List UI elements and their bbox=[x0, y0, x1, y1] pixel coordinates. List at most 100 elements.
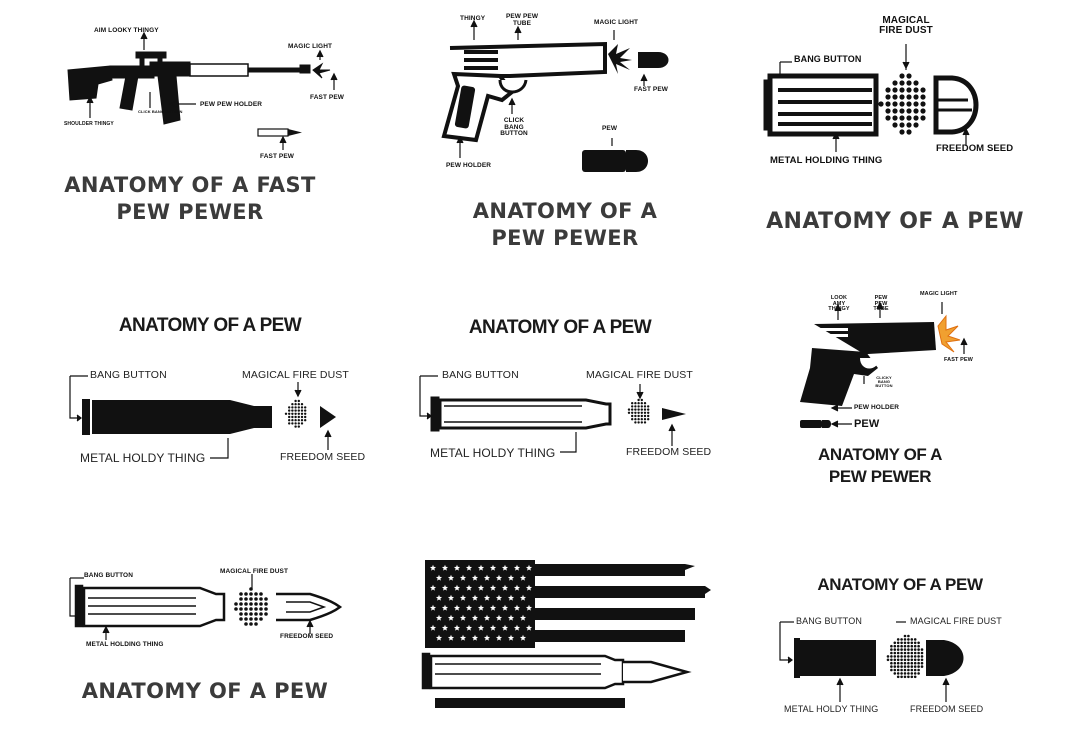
powder-grain bbox=[920, 648, 924, 651]
flag-star bbox=[453, 584, 461, 591]
powder-grain bbox=[903, 658, 907, 662]
powder-grain bbox=[288, 409, 291, 412]
panel-bullet-outline: ANATOMY OF A PEW BANG BUTTON MAGICAL FIR… bbox=[400, 300, 730, 490]
powder-grain bbox=[899, 101, 905, 107]
powder-grain bbox=[254, 612, 258, 616]
powder-grain bbox=[893, 668, 897, 672]
powder-grain bbox=[917, 665, 920, 668]
flag-star bbox=[525, 584, 533, 591]
powder-grain bbox=[910, 675, 914, 679]
powder-grain bbox=[634, 405, 637, 408]
powder-grain bbox=[913, 675, 917, 679]
powder-grain bbox=[917, 648, 920, 651]
powder-grain bbox=[239, 612, 243, 616]
powder-grain bbox=[906, 115, 912, 121]
title-line-1: ANATOMY OF A bbox=[818, 445, 942, 464]
powder-grain bbox=[920, 108, 926, 114]
powder-grain bbox=[899, 108, 905, 114]
flag-star bbox=[489, 604, 497, 611]
flag-star bbox=[471, 634, 479, 641]
powder-grain bbox=[893, 641, 897, 645]
powder-grain bbox=[903, 672, 907, 675]
powder-grain bbox=[896, 668, 900, 672]
powder-grain bbox=[259, 597, 263, 601]
flag-star bbox=[525, 564, 533, 571]
powder-grain bbox=[640, 414, 643, 418]
powder-grain bbox=[249, 612, 253, 616]
powder-grain bbox=[896, 658, 900, 662]
flag-star bbox=[507, 634, 515, 641]
label-pew-pew-tube: PEW PEW TUBE bbox=[873, 295, 889, 312]
label-pew-pew-holder: PEW PEW HOLDER bbox=[200, 101, 263, 108]
powder-grain bbox=[899, 115, 905, 121]
flag-star bbox=[471, 594, 479, 601]
rifle-illustration bbox=[67, 31, 338, 150]
powder-grain bbox=[304, 415, 307, 419]
powder-grain bbox=[906, 94, 912, 100]
powder-grain bbox=[294, 412, 297, 415]
powder-grain bbox=[300, 406, 304, 409]
label-bang-button: BANG BUTTON bbox=[84, 572, 134, 579]
powder-grain bbox=[900, 644, 903, 648]
powder-grain bbox=[896, 641, 900, 645]
title-line-1: ANATOMY OF A bbox=[472, 199, 658, 223]
powder-grain bbox=[259, 602, 263, 606]
pistol-illustration bbox=[441, 19, 669, 172]
powder-grain bbox=[900, 655, 903, 658]
powder-grain bbox=[284, 412, 288, 415]
bullet-illustration bbox=[419, 375, 686, 453]
flag-star bbox=[477, 584, 485, 591]
flag-star bbox=[435, 634, 443, 641]
powder-grain bbox=[640, 421, 643, 424]
powder-grain bbox=[643, 408, 647, 411]
powder-grain bbox=[291, 406, 294, 409]
label-pew: PEW bbox=[854, 418, 880, 430]
powder-grain bbox=[896, 661, 900, 665]
label-fast-pew: FAST PEW bbox=[944, 357, 973, 363]
flag-star bbox=[525, 604, 533, 611]
powder-grain bbox=[920, 661, 924, 665]
powder-grain bbox=[634, 414, 637, 418]
label-metal-holdy-thing: METAL HOLDY THING bbox=[784, 704, 879, 714]
flag-star bbox=[501, 564, 509, 571]
label-fast-pew: FAST PEW bbox=[634, 86, 669, 93]
powder-grain bbox=[913, 122, 919, 128]
powder-grain bbox=[903, 644, 907, 648]
powder-grain bbox=[900, 658, 903, 662]
powder-grain bbox=[640, 418, 643, 421]
powder-grain bbox=[300, 415, 304, 419]
powder-grain bbox=[920, 655, 924, 658]
powder-grain bbox=[631, 418, 634, 421]
flag-star bbox=[447, 594, 455, 601]
title-line-2: PEW PEWER bbox=[491, 226, 639, 251]
powder-grain bbox=[890, 665, 893, 668]
flag-star bbox=[429, 584, 437, 591]
powder-grain bbox=[910, 668, 914, 672]
powder-grain bbox=[634, 421, 637, 424]
powder-grain bbox=[885, 101, 891, 107]
powder-grain bbox=[244, 622, 248, 626]
powder-grain bbox=[234, 602, 238, 606]
label-freedom-seed: FREEDOM SEED bbox=[936, 143, 1014, 154]
powder-grain bbox=[631, 402, 634, 405]
powder-grain bbox=[890, 661, 893, 665]
powder-grain bbox=[297, 412, 300, 415]
label-metal-holdy-thing: METAL HOLDY THING bbox=[430, 446, 556, 460]
powder-grain bbox=[913, 665, 917, 668]
powder-grain bbox=[297, 419, 300, 422]
label-fast-pew-2: FAST PEW bbox=[260, 153, 295, 160]
powder-grain bbox=[907, 634, 910, 638]
flag-star bbox=[465, 604, 473, 611]
flag-star bbox=[477, 624, 485, 631]
powder-grain bbox=[903, 661, 907, 665]
flag-star bbox=[501, 584, 509, 591]
powder-grain bbox=[896, 675, 900, 679]
panel-rifle: AIM LOOKY THINGY MAGIC LIGHT PEW PEW HOL… bbox=[0, 0, 360, 240]
powder-grain bbox=[920, 87, 926, 93]
powder-grain bbox=[903, 651, 907, 655]
powder-grain bbox=[890, 651, 893, 655]
flag-star bbox=[441, 624, 449, 631]
label-magical-fire-dust: MAGICAL FIRE DUST bbox=[879, 15, 933, 36]
powder-grain bbox=[244, 602, 248, 606]
powder-grain bbox=[900, 661, 903, 665]
